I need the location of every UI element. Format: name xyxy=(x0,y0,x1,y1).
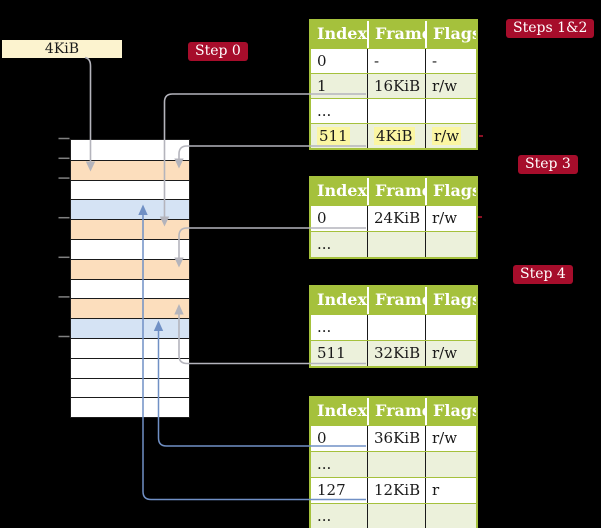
page-table-step3: Index Frame Flags 0 24KiB r/w ... xyxy=(309,176,478,259)
memory-row-3 xyxy=(71,179,189,200)
cell-frame: 12KiB xyxy=(367,478,425,503)
memory-row-7 xyxy=(71,258,189,279)
header-frame: Frame xyxy=(367,398,425,425)
cell-index: 511 xyxy=(311,124,367,148)
cell-flags xyxy=(425,504,476,528)
table-row: ... xyxy=(311,451,476,477)
cell-frame: 24KiB xyxy=(367,206,425,231)
table-row: 1 16KiB r/w xyxy=(311,73,476,98)
cell-index: ... xyxy=(317,455,332,473)
cell-flags xyxy=(425,315,476,340)
memory-row-10 xyxy=(71,318,189,338)
step3-label: Step 3 xyxy=(518,155,578,174)
steps-1-2-label: Steps 1&2 xyxy=(506,19,595,38)
table-header-row: Index Frame Flags xyxy=(311,287,476,314)
cell-index: 127 xyxy=(317,481,346,499)
header-flags: Flags xyxy=(425,178,476,205)
table-header-row: Index Frame Flags xyxy=(311,21,476,48)
cell-flags: r/w xyxy=(425,74,476,98)
memory-column xyxy=(70,139,190,418)
memory-row-1 xyxy=(71,140,189,160)
step0-label: Step 0 xyxy=(188,42,248,61)
cell-index: ... xyxy=(317,507,332,525)
header-flags: Flags xyxy=(425,398,476,425)
header-flags: Flags xyxy=(425,287,476,314)
cell-flags: r/w xyxy=(425,124,476,148)
header-flags: Flags xyxy=(425,21,476,48)
cell-index: 0 xyxy=(317,209,327,227)
table-row: 0 36KiB r/w xyxy=(311,425,476,451)
memory-row-2 xyxy=(71,159,189,180)
table-row: ... xyxy=(311,98,476,123)
highlighted-value: 511 xyxy=(317,127,350,145)
table-row-highlighted: 511 4KiB r/w xyxy=(311,123,476,148)
cell-index: ... xyxy=(317,102,332,120)
highlighted-value: r/w xyxy=(432,127,462,145)
table-row: ... xyxy=(311,231,476,257)
table-row: 511 32KiB r/w xyxy=(311,340,476,366)
memory-row-6 xyxy=(71,238,189,259)
memory-row-8 xyxy=(71,278,189,299)
header-frame: Frame xyxy=(367,178,425,205)
header-index: Index xyxy=(317,24,367,43)
table-row: 127 12KiB r xyxy=(311,477,476,503)
cell-frame xyxy=(367,99,425,123)
step4-label: Step 4 xyxy=(513,265,573,284)
cell-frame xyxy=(367,315,425,340)
header-frame: Frame xyxy=(367,287,425,314)
memory-row-13 xyxy=(71,377,189,398)
frame-size-box: 4KiB xyxy=(2,40,122,58)
cell-index: ... xyxy=(317,318,332,336)
memory-row-5 xyxy=(71,219,189,239)
cell-flags: r xyxy=(425,478,476,503)
cell-frame: 4KiB xyxy=(367,124,425,148)
header-index: Index xyxy=(317,181,367,200)
page-table-step4: Index Frame Flags ... 511 32KiB r/w xyxy=(309,285,478,368)
memory-row-9 xyxy=(71,298,189,319)
table-row: ... xyxy=(311,503,476,528)
cell-frame: 16KiB xyxy=(367,74,425,98)
frame-size-label: 4KiB xyxy=(44,41,80,57)
table-header-row: Index Frame Flags xyxy=(311,398,476,425)
memory-row-14 xyxy=(71,397,189,418)
cell-flags: r/w xyxy=(425,341,476,366)
page-table-bottom: Index Frame Flags 0 36KiB r/w ... 127 12… xyxy=(309,396,478,528)
cell-index: 0 xyxy=(317,52,327,70)
cell-frame: 32KiB xyxy=(367,341,425,366)
cell-frame xyxy=(367,452,425,477)
cell-index: 511 xyxy=(317,344,346,362)
memory-row-12 xyxy=(71,357,189,378)
header-frame: Frame xyxy=(367,21,425,48)
cell-flags xyxy=(425,99,476,123)
cell-frame: 36KiB xyxy=(367,426,425,451)
cell-flags: - xyxy=(425,49,476,73)
cell-frame: - xyxy=(367,49,425,73)
table-row: ... xyxy=(311,314,476,340)
cell-flags xyxy=(425,452,476,477)
header-index: Index xyxy=(317,290,367,309)
table-header-row: Index Frame Flags xyxy=(311,178,476,205)
cell-flags xyxy=(425,232,476,257)
header-index: Index xyxy=(317,401,367,420)
cell-frame xyxy=(367,504,425,528)
highlighted-value: 4KiB xyxy=(374,127,415,145)
cell-flags: r/w xyxy=(425,426,476,451)
cell-index: ... xyxy=(317,235,332,253)
cell-flags: r/w xyxy=(425,206,476,231)
page-table-top: Index Frame Flags 0 - - 1 16KiB r/w ... … xyxy=(309,19,478,150)
cell-frame xyxy=(367,232,425,257)
connector-stub xyxy=(478,216,482,218)
cell-index: 1 xyxy=(317,77,327,95)
memory-row-4 xyxy=(71,199,189,220)
connector-stub xyxy=(479,135,483,137)
table-row: 0 24KiB r/w xyxy=(311,205,476,231)
cell-index: 0 xyxy=(317,429,327,447)
table-row: 0 - - xyxy=(311,48,476,73)
memory-row-11 xyxy=(71,337,189,358)
